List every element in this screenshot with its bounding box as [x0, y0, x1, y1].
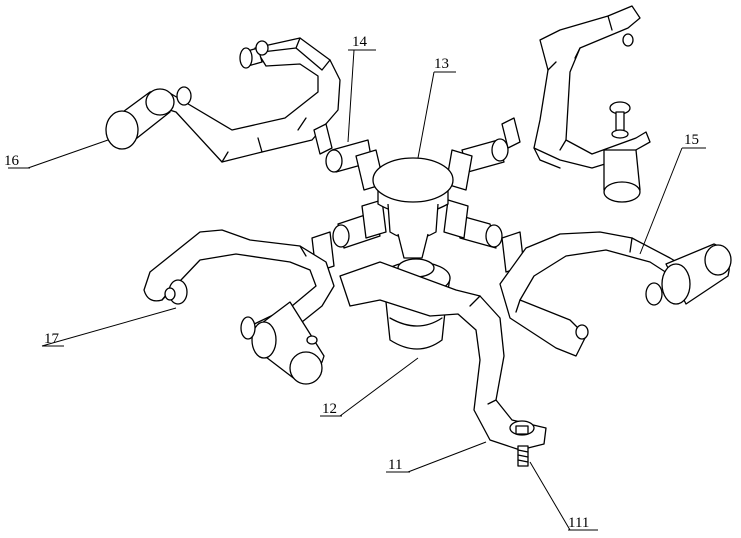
label-14: 14: [352, 34, 368, 50]
label-111: 111: [568, 515, 589, 531]
label-16: 16: [4, 153, 20, 169]
hub-13: [372, 157, 454, 259]
label-13: 13: [434, 56, 449, 72]
lower-right-bracket: [499, 231, 691, 357]
roller-16: [105, 86, 192, 150]
arm-11: [339, 261, 547, 451]
label-17: 17: [44, 331, 60, 347]
shaft-upper-right: [461, 117, 521, 173]
upper-right-bracket: [533, 5, 651, 169]
pin-upper-left: [239, 40, 269, 69]
label-11: 11: [388, 457, 402, 473]
label-12: 12: [322, 401, 337, 417]
leader-lines: [8, 49, 706, 531]
roller-upper-right: [603, 149, 641, 203]
screw-111: [517, 445, 529, 467]
label-15: 15: [684, 132, 699, 148]
roller-lower-left: [240, 301, 325, 385]
lower-left-bracket: [143, 229, 335, 341]
roller-15: [645, 243, 732, 306]
pin-upper-right: [609, 101, 631, 139]
